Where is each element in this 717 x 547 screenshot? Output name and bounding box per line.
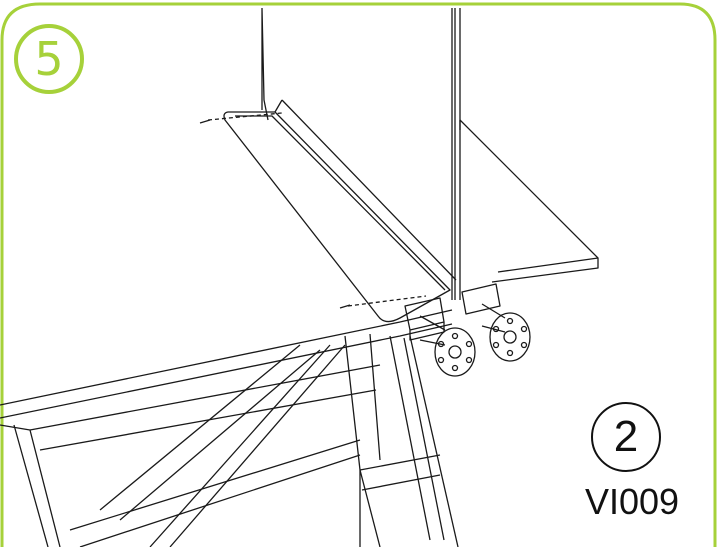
left-screen-panel bbox=[261, 7, 269, 121]
screw-line-top bbox=[207, 112, 283, 121]
rail-bracket-left bbox=[404, 297, 445, 341]
left-desk-top bbox=[0, 309, 453, 419]
quantity-badge: 2 bbox=[591, 402, 661, 472]
trestle-legs bbox=[0, 333, 459, 547]
glass-divider bbox=[451, 8, 461, 300]
screw-top bbox=[199, 119, 211, 124]
clamp-knob-right bbox=[481, 303, 531, 362]
screw-line-bottom bbox=[347, 295, 427, 307]
part-code-label: VI009 bbox=[584, 481, 680, 522]
mounting-rail bbox=[223, 111, 451, 323]
rail-bracket-right bbox=[461, 283, 501, 315]
quantity-count: 2 bbox=[613, 412, 639, 461]
clamp-knob-left bbox=[419, 315, 476, 377]
step-number: 5 bbox=[34, 32, 64, 86]
step-number-badge: 5 bbox=[14, 24, 84, 94]
screw-bottom bbox=[339, 304, 351, 309]
right-desk-top bbox=[459, 119, 599, 283]
